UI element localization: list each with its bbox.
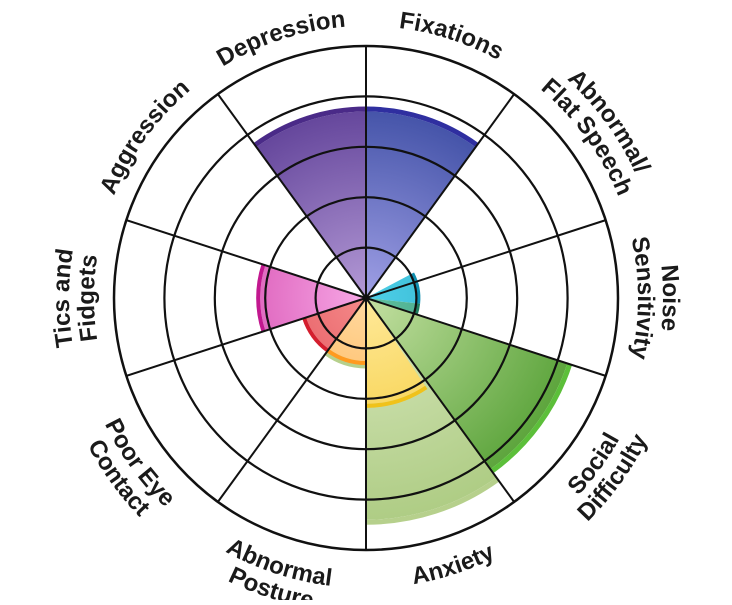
label-line: Anxiety [409,538,498,590]
label-line: Fixations [398,7,508,65]
bar-rim-abnormal-posture [324,350,367,369]
chart-fills [253,106,573,525]
hue-rim-magenta [256,264,266,332]
hue-rim-yellow [365,385,428,408]
bar-fixations [366,111,476,299]
grid-spoke [365,297,606,377]
hue-rim-red [302,317,330,353]
bar-rim-anxiety [365,477,500,525]
label-line: Fidgets [73,253,103,344]
label-fixations: Fixations [398,7,508,65]
label-anxiety: Anxiety [409,538,498,590]
bar-social-difficulty [366,298,568,470]
chart-grid [112,44,620,552]
grid-spoke [365,93,515,299]
label-poor-eye-contact: Poor EyeContact [82,414,180,521]
hue-rim-cyan [410,272,421,304]
hue-segment-yellow [366,298,426,404]
label-line: Sensitivity [625,234,659,362]
grid-spoke [365,219,606,299]
label-line: Tics and [48,247,79,349]
hue-segment-red [306,298,366,349]
grid-spoke [126,297,367,377]
label-line: Noise [655,264,684,333]
grid-spoke [217,297,367,503]
label-noise-sensitivity: NoiseSensitivity [625,234,684,362]
bar-rim-depression [253,106,367,148]
grid-spoke [365,297,515,503]
grid-spoke [126,219,367,299]
label-abnormal-posture: AbnormalPosture [222,533,333,600]
bar-rim-fixations [365,106,479,148]
grid-spoke [217,93,367,299]
hue-rim-orange [326,348,367,365]
hue-segment-magenta [260,265,366,331]
bar-depression [256,111,366,299]
bar-rim-social-difficulty [490,363,573,474]
hue-segment-orange [328,298,366,361]
